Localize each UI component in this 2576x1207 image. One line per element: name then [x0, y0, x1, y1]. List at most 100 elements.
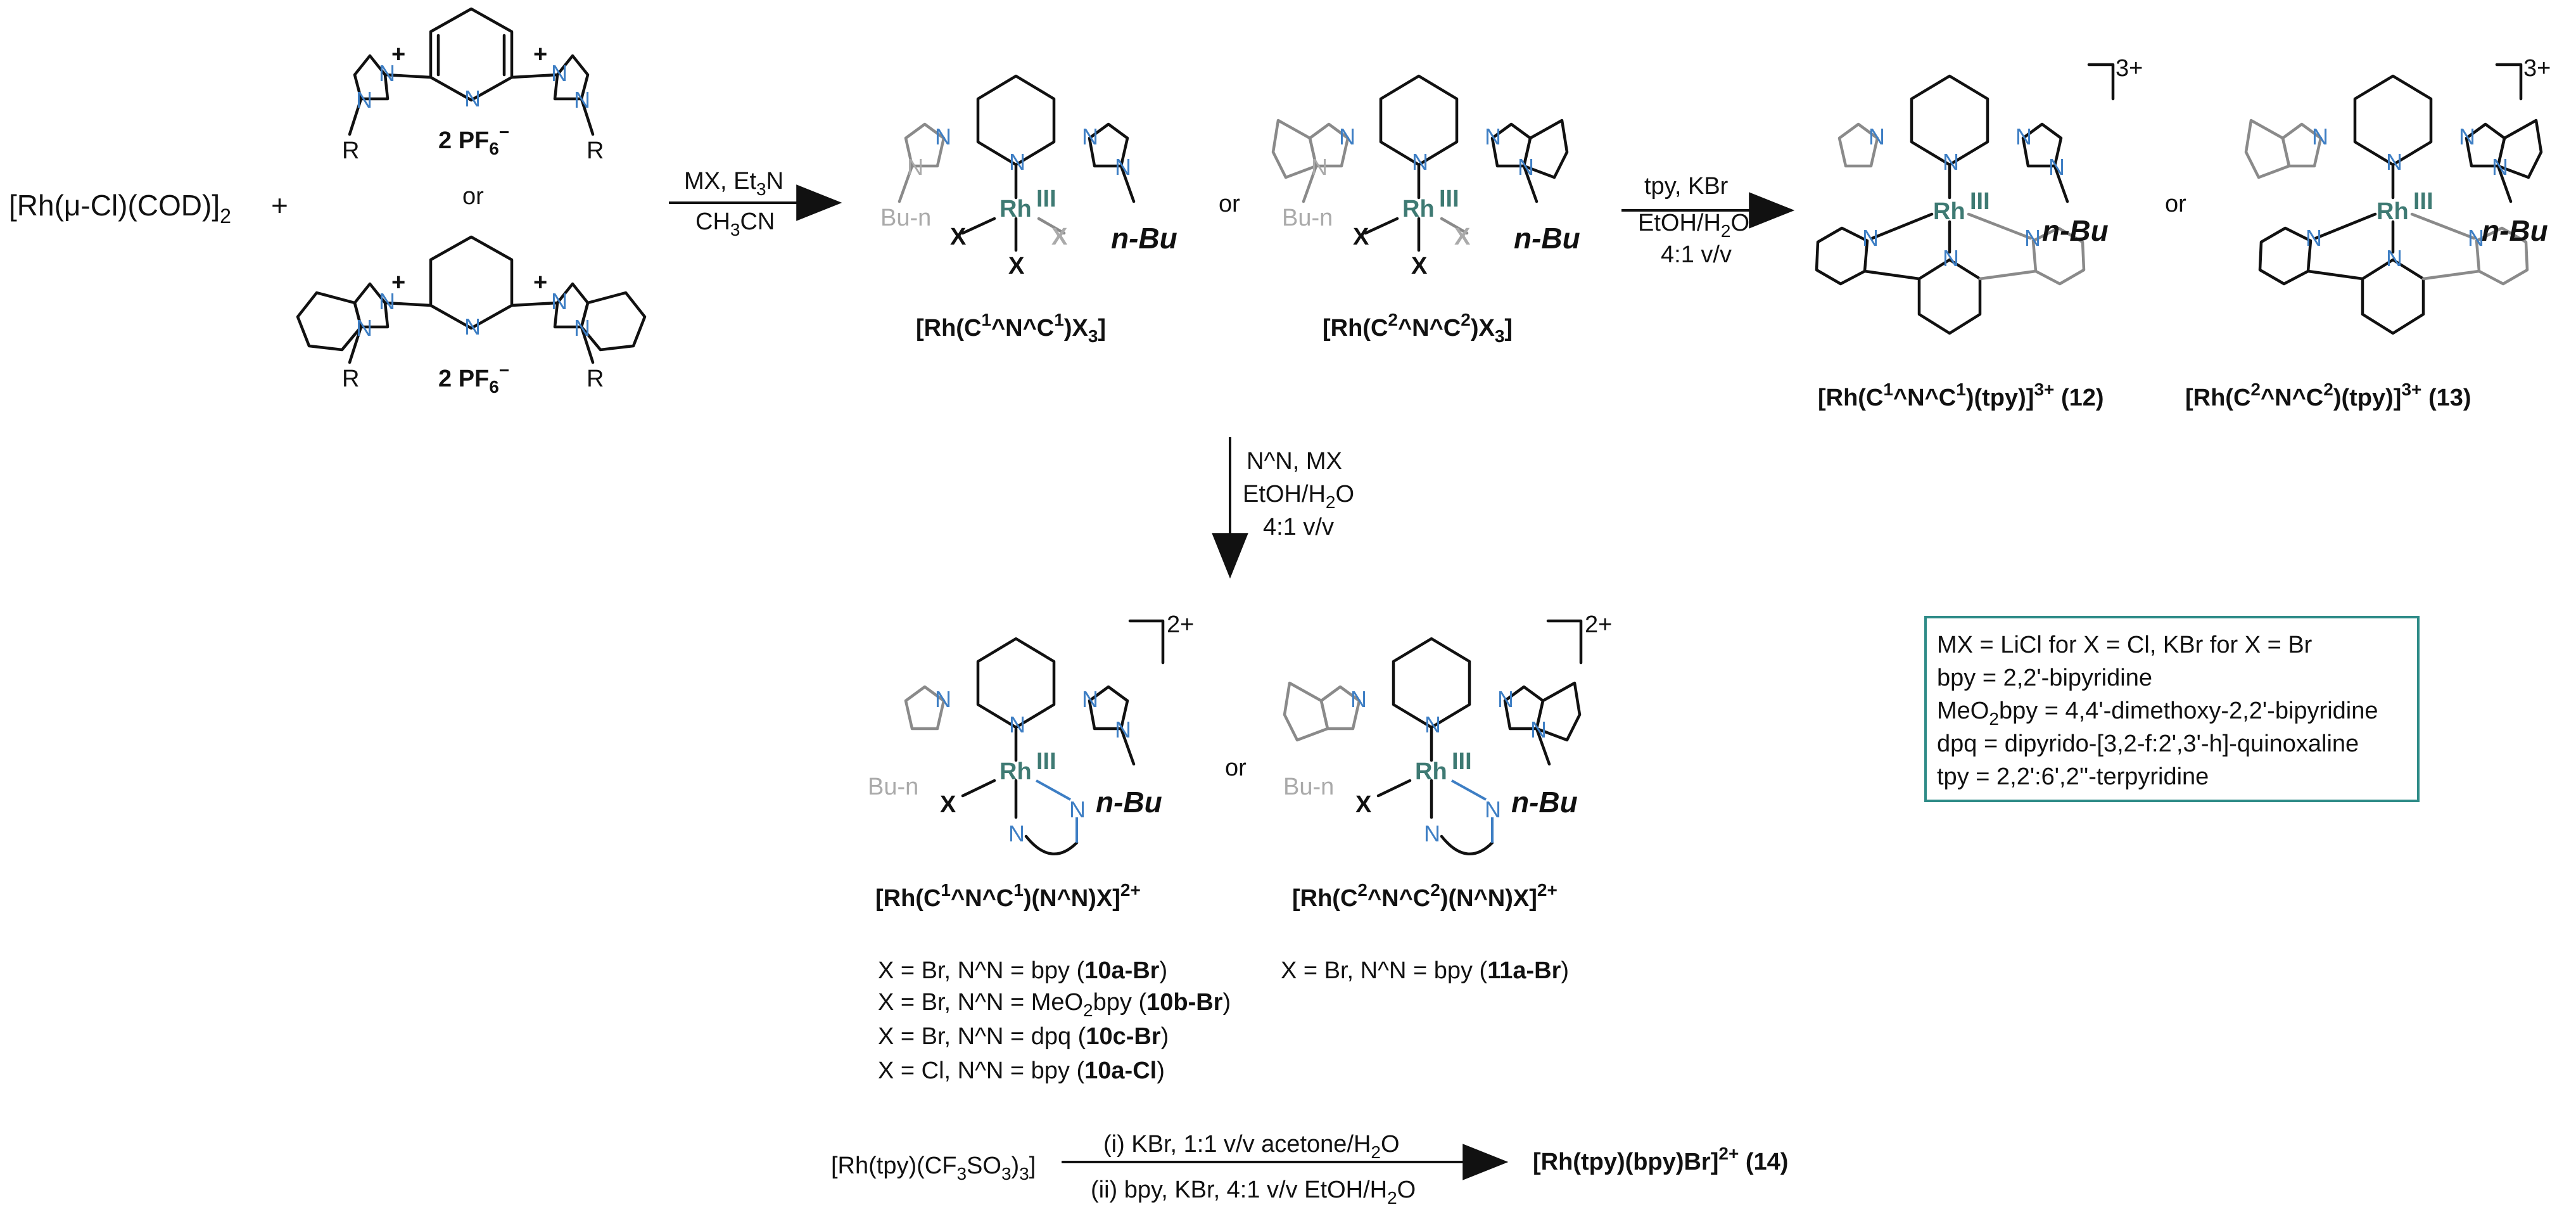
svg-text:N: N — [1530, 717, 1547, 743]
svg-text:n-Bu: n-Bu — [1514, 222, 1580, 255]
svg-text:N: N — [1115, 154, 1131, 180]
rh-precursor: [Rh(μ-Cl)(COD)]2 — [9, 189, 231, 227]
svg-text:III: III — [1036, 186, 1056, 212]
svg-text:X: X — [1051, 224, 1068, 250]
label-c1-x3: [Rh(C1^N^C1)X3] — [916, 310, 1106, 346]
plus-sign: + — [271, 189, 288, 222]
abbreviation-legend: MX = LiCl for X = Cl, KBr for X = Br bpy… — [1924, 616, 2420, 802]
or-label-intermediates: or — [1219, 191, 1240, 217]
svg-text:N: N — [356, 315, 372, 341]
svg-text:bpy = 2,2'-bipyridine: bpy = 2,2'-bipyridine — [1937, 665, 2152, 691]
svg-text:Rh: Rh — [999, 196, 1032, 222]
benzimidazolium-ligand: N N N N N + + R R — [296, 235, 647, 392]
bottom-reagent: [Rh(tpy)(CF3SO3)3] — [831, 1153, 1036, 1184]
svg-text:N: N — [1009, 149, 1025, 175]
step3-conditions-line1: N^N, MX — [1247, 448, 1342, 475]
svg-text:MeO2bpy = 4,4'-dimethoxy-2,2'-: MeO2bpy = 4,4'-dimethoxy-2,2'-bipyridine — [1937, 698, 2378, 729]
svg-text:N: N — [935, 124, 951, 150]
svg-text:N: N — [1869, 124, 1885, 150]
svg-text:N: N — [2306, 225, 2322, 251]
svg-text:X: X — [1353, 224, 1369, 250]
svg-text:MX = LiCl for X = Cl, KBr for: MX = LiCl for X = Cl, KBr for X = Br — [1937, 632, 2313, 658]
svg-text:N: N — [907, 154, 923, 180]
svg-text:N: N — [1943, 245, 1959, 271]
bracket-11 — [1546, 619, 1583, 665]
svg-text:N: N — [1485, 124, 1501, 150]
svg-text:N: N — [1115, 717, 1131, 743]
svg-text:R: R — [342, 137, 359, 164]
svg-text:+: + — [391, 41, 405, 68]
svg-text:N: N — [2312, 124, 2328, 150]
svg-text:N: N — [1412, 149, 1428, 175]
bracket-12 — [2087, 63, 2115, 101]
svg-text:III: III — [1452, 748, 1472, 775]
step2-conditions-line1: tpy, KBr — [1644, 173, 1729, 200]
svg-text:n-Bu: n-Bu — [1511, 786, 1578, 819]
step3-conditions-line3: 4:1 v/v — [1263, 514, 1334, 540]
svg-text:Rh: Rh — [2376, 198, 2409, 225]
bottom-product: [Rh(tpy)(bpy)Br]2+ (14) — [1533, 1144, 1788, 1175]
svg-text:Bu-n: Bu-n — [880, 205, 931, 231]
svg-text:N: N — [379, 60, 395, 86]
complex-11: N N N N N N Rh III X n-Bu Bu-n — [1283, 637, 1582, 856]
series10-item-3: X = Br, N^N = dpq (10c-Br) — [878, 1023, 1169, 1050]
svg-text:N: N — [1424, 712, 1441, 738]
bracket-13 — [2495, 63, 2523, 101]
charge-12: 3+ — [2116, 55, 2143, 82]
series10-item-2: X = Br, N^N = MeO2bpy (10b-Br) — [878, 989, 1231, 1020]
svg-text:Bu-n: Bu-n — [868, 774, 918, 800]
svg-text:+: + — [391, 269, 405, 296]
svg-text:Bu-n: Bu-n — [1282, 205, 1333, 231]
svg-text:N: N — [574, 87, 590, 113]
charge-13: 3+ — [2523, 55, 2551, 82]
svg-text:N: N — [1862, 225, 1879, 251]
svg-text:III: III — [1439, 186, 1459, 212]
svg-text:N: N — [2492, 154, 2508, 180]
svg-text:X: X — [1008, 253, 1025, 279]
svg-text:X: X — [950, 224, 967, 250]
charge-10: 2+ — [1167, 611, 1194, 638]
svg-text:tpy = 2,2':6',2''-terpyridine: tpy = 2,2':6',2''-terpyridine — [1937, 763, 2209, 790]
svg-text:N: N — [1485, 796, 1501, 822]
label-c2-x3: [Rh(C2^N^C2)X3] — [1323, 310, 1513, 346]
counterion-bottom: 2 PF6− — [438, 361, 509, 397]
svg-text:Bu-n: Bu-n — [1283, 774, 1334, 800]
complex-12: N N N N N N N Rh III n-Bu — [1815, 74, 2109, 335]
svg-text:N: N — [2024, 225, 2041, 251]
svg-text:N: N — [379, 288, 395, 314]
svg-text:N: N — [1497, 686, 1514, 712]
svg-text:+: + — [533, 269, 547, 296]
svg-text:X: X — [1411, 253, 1428, 279]
svg-text:n-Bu: n-Bu — [1096, 786, 1162, 819]
counterion-top: 2 PF6− — [438, 122, 509, 158]
complex-13: N N N N N N N Rh III n-Bu — [2244, 74, 2548, 335]
svg-text:N: N — [1311, 154, 1328, 180]
label-10: [Rh(C1^N^C1)(N^N)X]2+ — [875, 880, 1141, 912]
svg-text:N: N — [2468, 225, 2484, 251]
svg-text:N: N — [1424, 821, 1440, 846]
svg-text:N: N — [2459, 124, 2475, 150]
series11-item-1: X = Br, N^N = bpy (11a-Br) — [1281, 957, 1569, 984]
svg-text:N: N — [1082, 124, 1098, 150]
svg-text:N: N — [1339, 124, 1355, 150]
svg-text:III: III — [1036, 748, 1056, 775]
svg-text:N: N — [2048, 154, 2065, 180]
svg-text:+: + — [533, 41, 547, 68]
step1-conditions-line2: CH3CN — [695, 208, 775, 239]
svg-text:N: N — [574, 315, 590, 341]
step1-conditions-line1: MX, Et3N — [684, 168, 784, 199]
svg-text:N: N — [1008, 821, 1025, 846]
svg-text:N: N — [1350, 686, 1367, 712]
svg-text:N: N — [1009, 712, 1025, 738]
bottom-condition-2: (ii) bpy, KBr, 4:1 v/v EtOH/H2O — [1091, 1177, 1416, 1207]
svg-text:X: X — [1355, 791, 1372, 818]
complex-c2-x3: N N N N N Rh III X X X n-Bu Bu-n — [1271, 74, 1580, 279]
svg-text:R: R — [587, 366, 604, 392]
or-label-products: or — [2165, 191, 2186, 217]
svg-text:Rh: Rh — [1933, 198, 1965, 225]
step2-conditions-line2: EtOH/H2O — [1638, 210, 1749, 241]
svg-text:N: N — [464, 86, 481, 112]
or-label-reactants: or — [462, 183, 484, 210]
complex-c1-x3: N N N N N Rh III X X X n-Bu Bu-n — [880, 74, 1177, 279]
